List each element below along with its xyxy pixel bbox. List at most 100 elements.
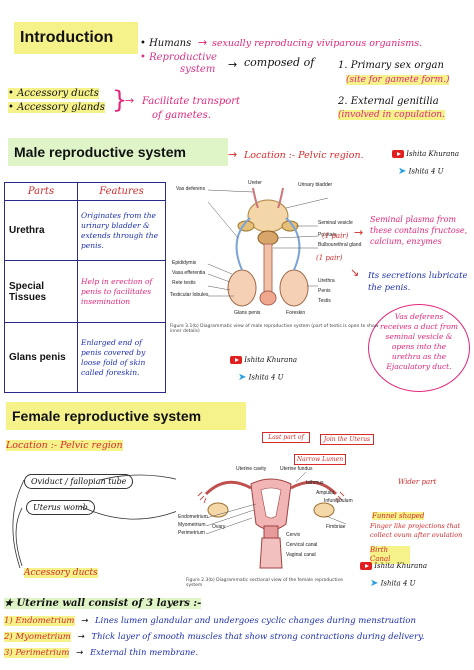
row-part-urethra: Urethra [4,200,78,261]
lbl-testicular-lobules: Testicular lobules [170,292,209,298]
intro-repro-system-2: system [180,64,216,75]
lbl-uterine-cavity: Uterine cavity [236,466,267,472]
lbl-vasa-efferentia: Vasa efferentia [172,270,205,276]
lbl-epididymis: Epididymis [172,260,197,266]
uterus-label: Uterus womb [26,500,95,515]
lbl-urinary-bladder: Urinary bladder [298,182,333,188]
lbl-isthmus: Isthmus [306,480,324,486]
facilitate-arrow: → [125,94,135,107]
seminal-note: Seminal plasma from these contains fruct… [370,215,468,246]
youtube-icon [392,150,404,158]
youtube-icon [230,356,242,364]
vas-note-circle [368,304,470,392]
lbl-ampulla: Ampulla [316,490,334,496]
intro-repro-system-1: • Reproductive [140,52,217,63]
credit-tg: Ishita 4 U [408,167,444,176]
seminal-arrow: → [354,226,364,239]
lbl-uterine-fundus: Uterine fundus [280,466,313,472]
join-uterus: Join the Uterus [320,434,374,445]
intro-accessory-glands: • Accessory glands [8,102,105,113]
male-diagram: Ureter Vas deferens Urinary bladder Semi… [168,178,368,326]
lbl-vaginal-canal: Vaginal canal [286,552,316,558]
male-credit-yt-2: Ishita Khurana [230,356,297,364]
credit-name: Ishita Khurana [374,562,427,570]
lbl-seminal-vesicle: Seminal vesicle [318,220,353,226]
lbl-perimetrium: Perimetrium [178,530,205,536]
narrow-lumen: Narrow Lumen [294,454,346,465]
layer-arrow-1: → [81,616,89,626]
row-part-special-tissues: Special Tissues [4,260,78,323]
row-feature-glans: Enlarged end of penis covered by loose f… [77,322,166,393]
male-credit-yt: Ishita Khurana [392,150,459,158]
lbl-ureter: Ureter [248,180,262,186]
vas-note: Vas deferens receives a duct from semina… [379,312,459,371]
row-feature-urethra: Originates from the urinary bladder & ex… [77,200,166,261]
lbl-urethra: Urethra [318,278,335,284]
male-caption: Figure 3.1(b) Diagrammatic view of male … [170,324,379,334]
intro-external-2: (involved in copulation. [338,110,445,120]
credit-name: Ishita Khurana [406,150,459,158]
lbl-bulbourethral: Bulbourethral gland [318,242,362,248]
female-diagram: Uterine cavity Uterine fundus Isthmus Am… [176,464,366,576]
female-connector-lines [12,474,181,569]
its-secretions: Its secretions lubricate the penis. [368,271,468,293]
lbl-infundibulum: Infundibulum [324,498,353,504]
intro-primary-2: (site for gamete form.) [346,75,450,85]
pair-2: (1 pair) [316,254,343,262]
lbl-testis: Testis [318,298,331,304]
credit-tg: Ishita 4 U [248,373,284,382]
uterine-wall-heading: ★ Uterine wall consist of 3 layers :- [4,598,202,609]
pair-1: (1 pair) [322,232,349,240]
credit-name: Ishita Khurana [244,356,297,364]
lbl-penis: Penis [318,288,331,294]
lbl-rete-testis: Rete testis [172,280,196,286]
intro-composed: composed of [244,56,315,69]
row-part-glans: Glans penis [4,322,78,393]
accessory-label: Accessory ducts [24,568,98,578]
telegram-icon: ➤ [238,372,247,383]
funnel-shaped: Funnel shaped [372,512,425,520]
intro-external-1: 2. External genitilia [338,96,439,107]
intro-facilitate-1: Facilitate transport [142,96,241,107]
layer-name-2: 2) Myometrium [4,632,71,642]
secretions-arrow: ↘ [350,266,360,279]
intro-facilitate-2: of gametes. [152,110,211,121]
row-feature-special-tissues: Help in erection of penis to facilitates… [77,260,166,323]
lbl-prostate: Prostate [318,232,337,238]
lbl-cervix: Cervix [286,532,301,538]
lbl-foreskin: Foreskin [286,310,305,316]
male-credit-tg: ➤ Ishita 4 U [398,166,444,177]
female-location: Location :- Pelvic region [6,440,123,451]
male-heading: Male reproductive system [8,138,228,166]
layer-arrow-2: → [77,632,85,642]
intro-primary-1: 1. Primary sex organ [338,60,444,71]
intro-accessory-ducts: • Accessory ducts [8,88,99,99]
facilitate-brace: } [112,86,128,114]
telegram-icon: ➤ [370,578,379,589]
lbl-endometrium: Endometrium [178,514,208,520]
composed-arrow: → [228,58,238,71]
youtube-icon [360,562,372,570]
birth-canal: Birth Canal [370,546,410,564]
humans-arrow: → [198,36,208,49]
oviduct-label: Oviduct / fallopian tube [24,474,134,489]
wider-part: Wider part [398,478,437,486]
layer-name-1: 1) Endometrium [4,616,75,626]
layer-row-2: 2) Myometrium → Thick layer of smooth mu… [4,632,470,642]
layer-desc-3: External thin membrane. [89,648,199,658]
fingers-note: Finger like projections that collect ovu… [370,522,463,539]
lbl-cervical-canal: Cervical canal [286,542,317,548]
layer-name-3: 3) Perimetrium [4,648,70,658]
male-location-arrow: → [228,148,238,161]
intro-humans: • Humans [140,38,192,49]
lbl-vas-deferens: Vas deferens [176,186,206,192]
telegram-icon: ➤ [398,166,407,177]
female-credit-tg: ➤ Ishita 4 U [370,578,416,589]
credit-tg: Ishita 4 U [380,579,416,588]
male-credit-tg-2: ➤ Ishita 4 U [238,372,284,383]
layer-arrow-3: → [76,648,84,658]
layer-row-1: 1) Endometrium → Lines lumen glandular a… [4,616,470,626]
col-features: Features [77,182,166,201]
intro-sexually: sexually reproducing viviparous organism… [212,38,423,49]
lbl-myometrium: Myometrium [178,522,206,528]
